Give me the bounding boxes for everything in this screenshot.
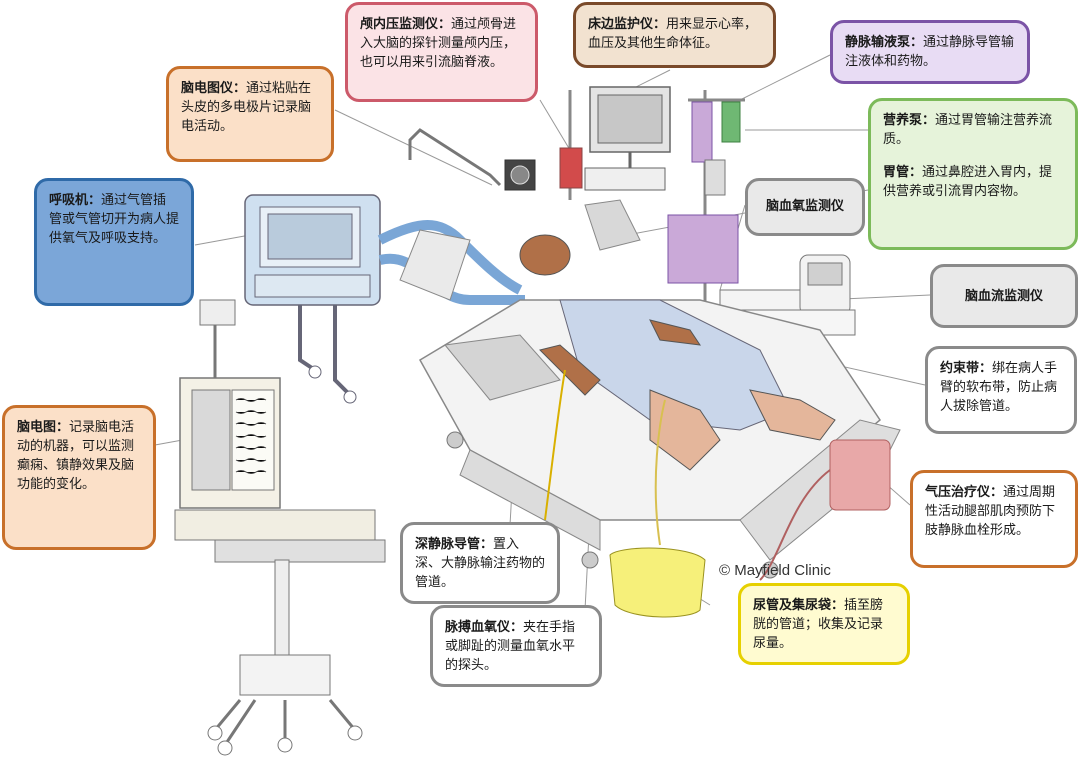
label-text: 置入深、大静脉输注药物的管道。: [415, 537, 546, 590]
label-text: 通过鼻腔进入胃内，提供营养或引流胃内容物。: [883, 165, 1053, 199]
label-title: 脑电图仪：: [181, 81, 247, 96]
label-bedside-monitor: 床边监护仪：用来显示心率，血压及其他生命体征。: [573, 2, 776, 68]
label-brain-flow: 脑血流监测仪: [930, 264, 1078, 328]
label-title: 营养泵：: [883, 113, 936, 128]
ng-tube-line: 胃管：通过鼻腔进入胃内，提供营养或引流胃内容物。: [883, 163, 1063, 201]
label-title: 胃管：: [883, 165, 923, 180]
label-text: 插至膀胱的管道；收集及记录尿量。: [753, 598, 884, 651]
label-pulse-oximeter: 脉搏血氧仪：夹在手指或脚趾的测量血氧水平的探头。: [430, 605, 602, 687]
label-title: 脑电图：: [17, 420, 70, 435]
label-restraint: 约束带：绑在病人手臂的软布带，防止病人拔除管道。: [925, 346, 1077, 434]
label-title: 脑血氧监测仪: [765, 199, 844, 214]
compression-device: [759, 439, 891, 581]
label-eeg-device: 脑电图仪：通过粘贴在头皮的多电极片记录脑电活动。: [166, 66, 334, 162]
label-icp-monitor: 颅内压监测仪：通过颅骨进入大脑的探针测量颅内压，也可以用来引流脑脊液。: [345, 2, 538, 102]
label-title: 脑血流监测仪: [964, 289, 1043, 304]
label-text: 夹在手指或脚趾的测量血氧水平的探头。: [445, 620, 576, 673]
urine-bag: [609, 399, 706, 618]
label-compression: 气压治疗仪：通过周期性活动腿部肌肉预防下肢静脉血栓形成。: [910, 470, 1078, 568]
label-title: 颅内压监测仪：: [360, 17, 452, 32]
bedside-monitor-device: [584, 86, 671, 191]
label-title: 呼吸机：: [49, 193, 102, 208]
label-text: 记录脑电活动的机器，可以监测癫痫、镇静效果及脑功能的变化。: [17, 420, 135, 492]
ventilator-device: [244, 194, 381, 404]
label-title: 脉搏血氧仪：: [445, 620, 524, 635]
label-text: 用来显示心率，血压及其他生命体征。: [588, 17, 758, 51]
label-title: 约束带：: [940, 361, 993, 376]
label-eeg: 脑电图：记录脑电活动的机器，可以监测癫痫、镇静效果及脑功能的变化。: [2, 405, 156, 550]
label-text: 绑在病人手臂的软布带，防止病人拔除管道。: [940, 361, 1058, 414]
label-text: 通过静脉导管输注液体和药物。: [845, 35, 1015, 69]
label-central-line: 深静脉导管：置入深、大静脉输注药物的管道。: [400, 522, 560, 604]
label-title: 尿管及集尿袋：: [753, 598, 845, 613]
eeg-electrode-arm: [408, 128, 536, 191]
central-line: [544, 369, 566, 521]
iv-pole: [667, 90, 745, 330]
label-title: 静脉输液泵：: [845, 35, 924, 50]
copyright-text: © Mayfield Clinic: [719, 562, 831, 579]
label-urinary-catheter: 尿管及集尿袋：插至膀胱的管道；收集及记录尿量。: [738, 583, 910, 665]
label-title: 深静脉导管：: [415, 537, 494, 552]
patient: [519, 234, 836, 471]
label-ventilator: 呼吸机：通过气管插管或气管切开为病人提供氧气及呼吸支持。: [34, 178, 194, 306]
label-brain-oxygen: 脑血氧监测仪: [745, 178, 865, 236]
label-text: 通过胃管输注营养流质。: [883, 113, 1053, 147]
label-text: 通过周期性活动腿部肌肉预防下肢静脉血栓形成。: [925, 485, 1056, 538]
label-feeding-pump-ng-tube: 营养泵：通过胃管输注营养流质。 胃管：通过鼻腔进入胃内，提供营养或引流胃内容物。: [868, 98, 1078, 250]
label-iv-pump: 静脉输液泵：通过静脉导管输注液体和药物。: [830, 20, 1030, 84]
label-title: 气压治疗仪：: [925, 485, 1004, 500]
feeding-pump-line: 营养泵：通过胃管输注营养流质。: [883, 111, 1063, 149]
eeg-cart: [174, 299, 386, 756]
ventilator-tube-2: [378, 253, 525, 306]
label-text: 通过颅骨进入大脑的探针测量颅内压，也可以用来引流脑脊液。: [360, 17, 517, 70]
label-text: 通过粘贴在头皮的多电极片记录脑电活动。: [181, 81, 312, 134]
icp-monitor-device: [559, 90, 583, 200]
label-title: 床边监护仪：: [588, 17, 667, 32]
label-text: 通过气管插管或气管切开为病人提供氧气及呼吸支持。: [49, 193, 180, 246]
